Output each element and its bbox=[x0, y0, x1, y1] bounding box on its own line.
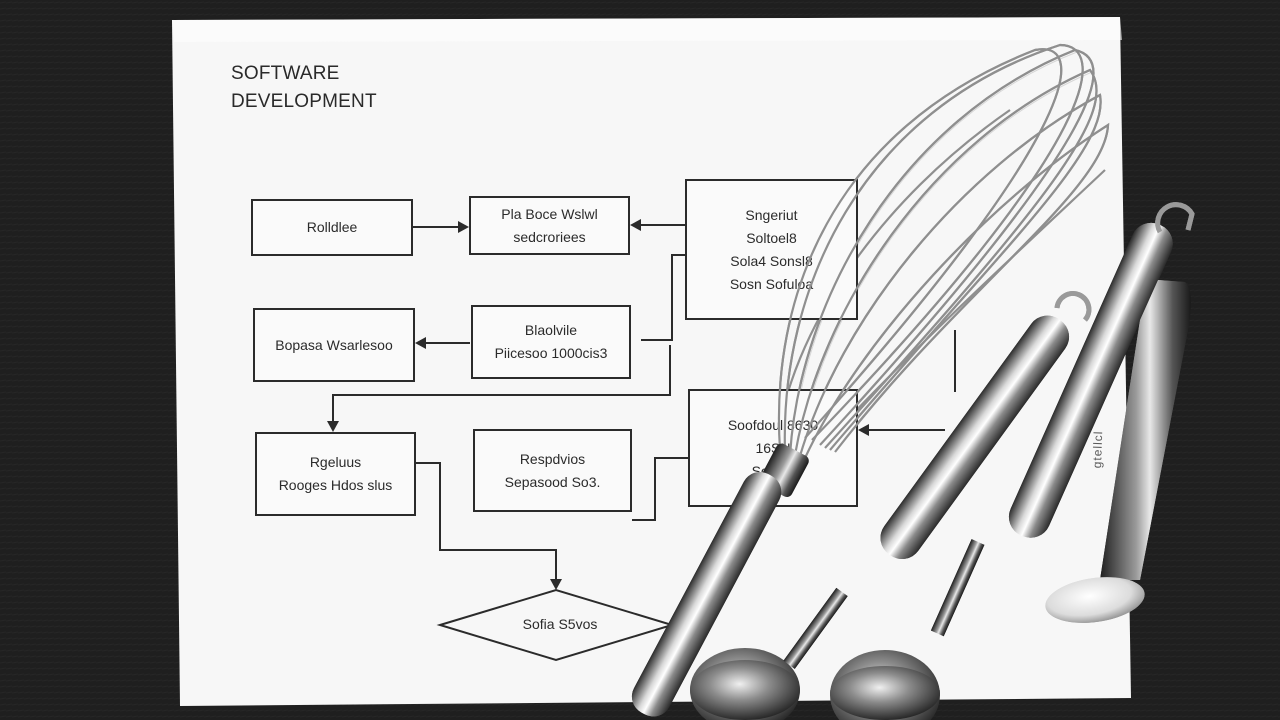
flowchart-box-bottom-left: Rgeluus Rooges Hdos slus bbox=[255, 432, 416, 516]
box-text: Rooges Hdos slus bbox=[278, 477, 393, 493]
box-text: Soofdoul 8630 bbox=[727, 416, 819, 433]
flowchart-box-top-right: Sngeriut Soltoel8 Sola4 Sonsl8 Sosn Sofu… bbox=[685, 179, 858, 320]
box-text: Sosenl bbox=[751, 462, 795, 479]
box-text: Sosn Sofuloa bbox=[729, 275, 814, 292]
box-text: Piicesoo 1000cis3 bbox=[494, 345, 608, 361]
box-text: Sola4 Sonsl8 bbox=[730, 252, 813, 269]
flowchart-box-mid-left: Bopasa Wsarlesoo bbox=[253, 308, 415, 382]
title-line-2: DEVELOPMENT bbox=[231, 91, 377, 112]
box-text: Soltoel8 bbox=[746, 229, 797, 246]
box-text: Rgeluus bbox=[309, 454, 362, 470]
box-text: Rolldlee bbox=[306, 219, 358, 235]
flowchart-box-bottom-middle: Respdvios Sepasood So3. bbox=[473, 429, 632, 512]
box-text: sedcroriees bbox=[513, 228, 586, 245]
flowchart-box-top-middle: Pla Boce Wslwl sedcroriees bbox=[469, 196, 630, 255]
box-text: Respdvios bbox=[519, 450, 586, 467]
title-line-1: SOFTWARE bbox=[231, 63, 340, 84]
diamond-label: Sofia S5vos bbox=[522, 616, 598, 632]
box-text: Sepasood So3. bbox=[504, 473, 601, 490]
box-text: Pla Boce Wslwl bbox=[501, 205, 598, 222]
page-title: SOFTWARE DEVELOPMENT bbox=[231, 60, 377, 116]
box-text: 16SN bbox=[755, 439, 791, 456]
flowchart-box-bottom-right: Soofdoul 8630 16SN Sosenl bbox=[688, 389, 858, 507]
box-text: Blaolvile bbox=[524, 322, 578, 338]
box-text: Sngeriut bbox=[745, 206, 798, 223]
box-text: Bopasa Wsarlesoo bbox=[275, 336, 393, 353]
spoon-engraving: gtellcl bbox=[1090, 430, 1106, 469]
flowchart-box-mid-middle: Blaolvile Piicesoo 1000cis3 bbox=[471, 305, 631, 379]
flowchart-box-top-left: Rolldlee bbox=[251, 199, 413, 256]
